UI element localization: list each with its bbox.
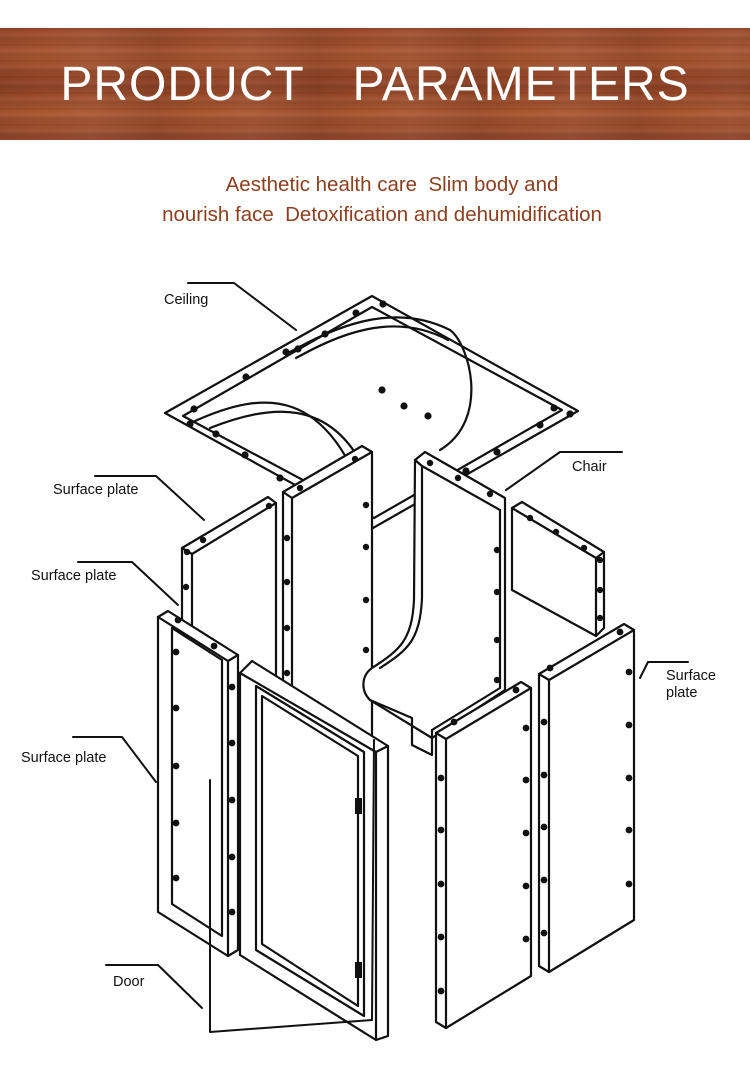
- label-surface-plate-1: Surface plate: [53, 482, 138, 498]
- label-surface-plate-2: Surface plate: [31, 568, 116, 584]
- surface-plate-front-right-outer: [537, 622, 636, 974]
- page-title: PRODUCT PARAMETERS: [60, 57, 690, 111]
- header-banner: PRODUCT PARAMETERS: [0, 28, 750, 140]
- label-surface-plate-right-line2: plate: [666, 685, 697, 701]
- leader-lines: [72, 282, 689, 1033]
- label-ceiling: Ceiling: [164, 292, 208, 308]
- subtitle-line-1: Aesthetic health care Slim body and: [225, 173, 559, 196]
- chair: [362, 450, 507, 757]
- door: [238, 659, 390, 1042]
- surface-plate-back-right: [510, 500, 606, 638]
- label-door: Door: [113, 974, 145, 990]
- label-surface-plate-3: Surface plate: [21, 750, 106, 766]
- label-chair: Chair: [572, 459, 607, 475]
- surface-plate-front-right-inner: [434, 680, 533, 1030]
- subtitle-line-2: nourish face Detoxification and dehumidi…: [162, 203, 602, 226]
- surface-plate-front-left: [156, 609, 240, 958]
- label-surface-plate-right-line1: Surface: [666, 668, 716, 684]
